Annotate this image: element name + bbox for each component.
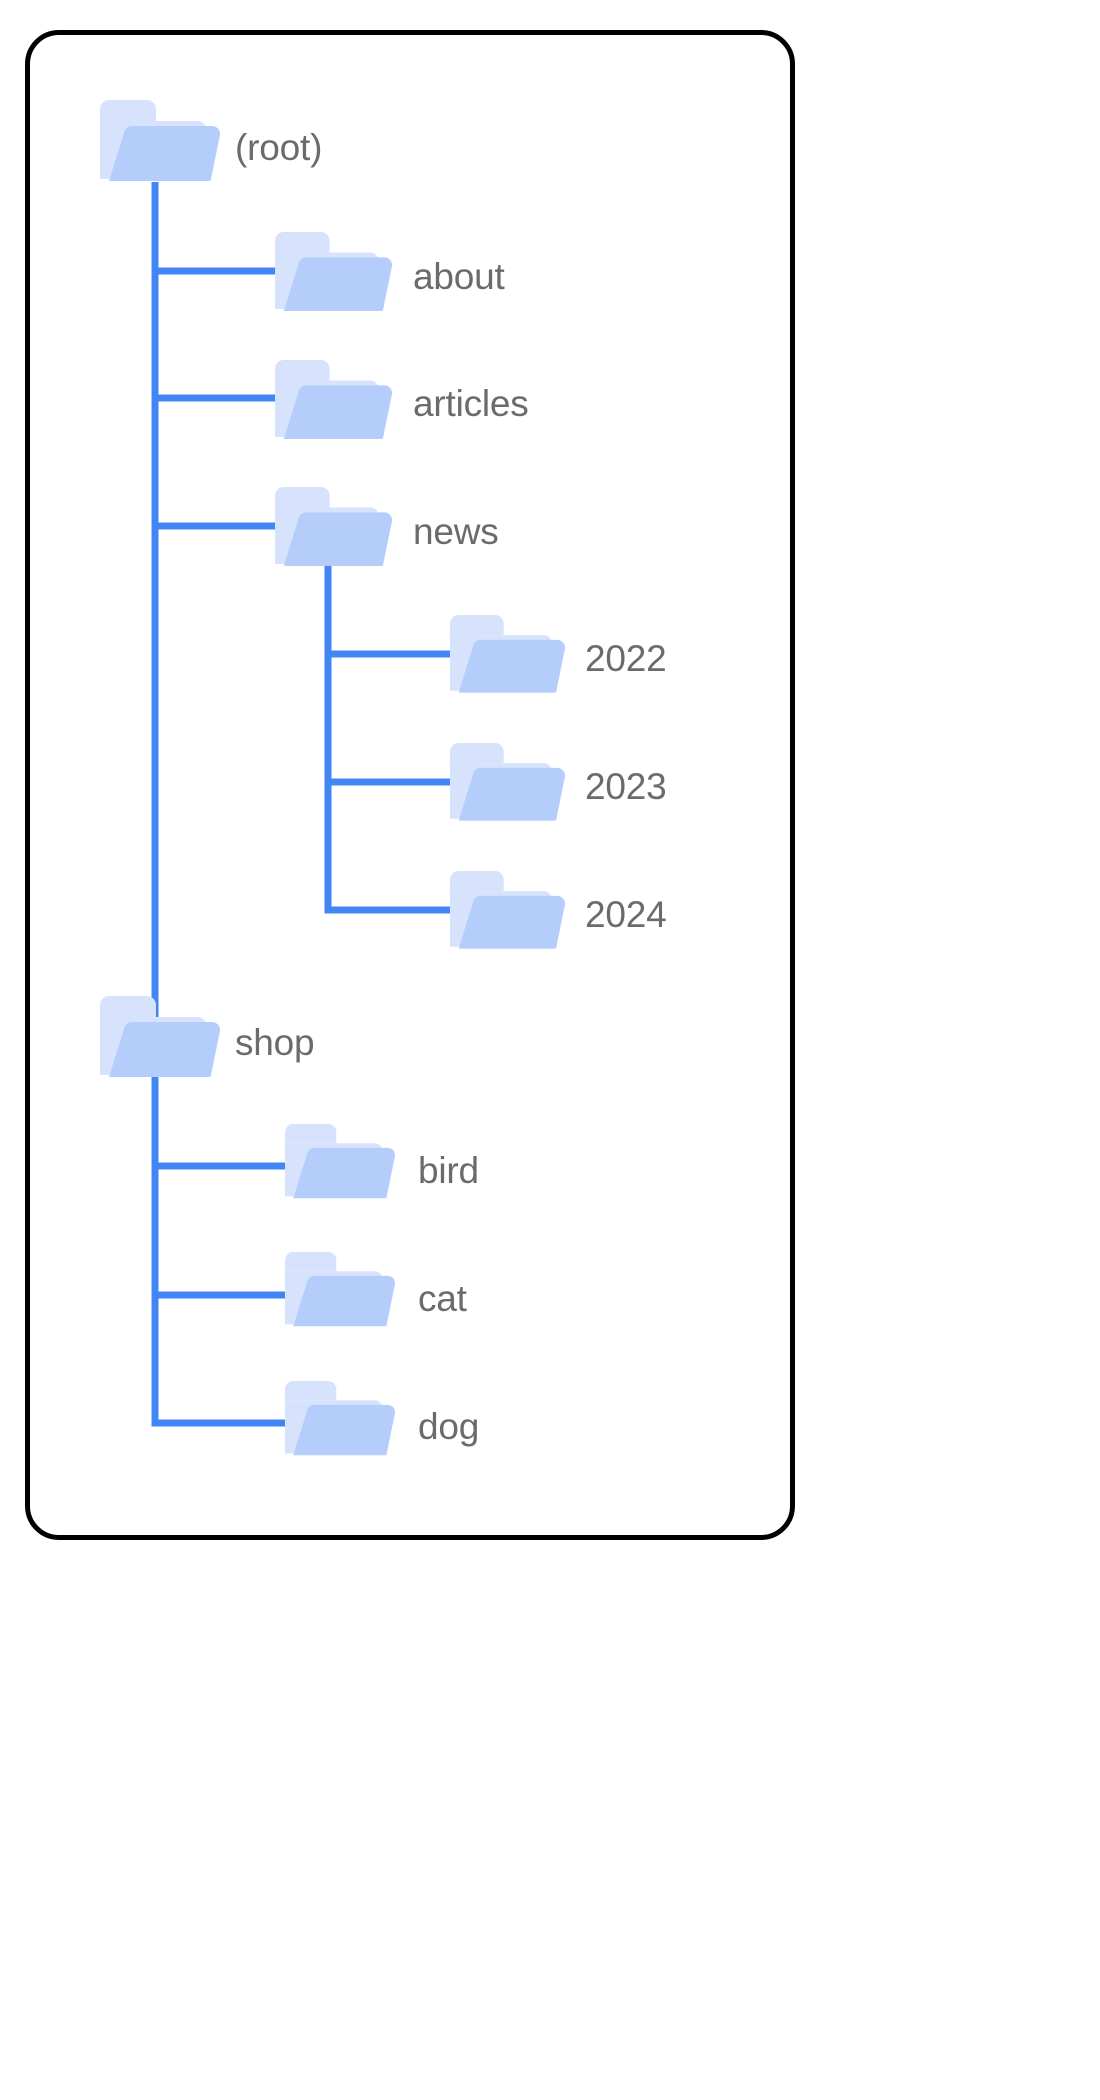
folder-tab: [285, 1124, 337, 1144]
node-label-bird[interactable]: bird: [418, 1150, 479, 1191]
folder-tab: [275, 487, 330, 508]
node-label-2022[interactable]: 2022: [585, 638, 667, 679]
connector-layer: [151, 182, 450, 1427]
folder-icon-dog[interactable]: [285, 1381, 396, 1456]
folder-tab: [100, 100, 156, 121]
folder-tab: [275, 232, 330, 253]
folder-icon-articles[interactable]: [275, 360, 393, 439]
folder-icon-shop[interactable]: [100, 996, 221, 1077]
node-label-news[interactable]: news: [413, 511, 499, 552]
folder-tab: [275, 360, 330, 381]
folder-front: [283, 512, 393, 566]
node-label-root[interactable]: (root): [235, 127, 323, 168]
node-label-cat[interactable]: cat: [418, 1278, 467, 1319]
folder-front: [293, 1404, 396, 1456]
folder-tab: [100, 996, 156, 1017]
folder-front: [283, 257, 393, 311]
folder-icon-bird[interactable]: [285, 1124, 396, 1199]
node-label-2024[interactable]: 2024: [585, 894, 667, 935]
folder-front: [109, 1021, 221, 1077]
folder-tab: [450, 743, 504, 764]
folder-tab: [285, 1252, 337, 1272]
folder-front: [283, 385, 393, 439]
folder-front: [458, 639, 566, 693]
folder-tab: [285, 1381, 337, 1401]
folder-tab: [450, 871, 504, 892]
folder-icon-2022[interactable]: [450, 615, 566, 693]
folder-icon-2024[interactable]: [450, 871, 566, 949]
folder-icon-cat[interactable]: [285, 1252, 396, 1327]
node-label-dog[interactable]: dog: [418, 1406, 480, 1447]
folder-icon-2023[interactable]: [450, 743, 566, 821]
node-label-shop[interactable]: shop: [235, 1022, 315, 1063]
node-label-2023[interactable]: 2023: [585, 766, 667, 807]
folder-front: [458, 895, 566, 949]
folder-icon-root[interactable]: [100, 100, 221, 181]
node-label-articles[interactable]: articles: [413, 383, 529, 424]
folder-icon-news[interactable]: [275, 487, 393, 566]
folder-front: [293, 1147, 396, 1199]
folder-front: [109, 125, 221, 181]
node-label-about[interactable]: about: [413, 256, 505, 297]
folder-icon-layer: [100, 100, 566, 1456]
folder-front: [293, 1275, 396, 1327]
folder-icon-about[interactable]: [275, 232, 393, 311]
folder-tab: [450, 615, 504, 636]
folder-front: [458, 767, 566, 821]
